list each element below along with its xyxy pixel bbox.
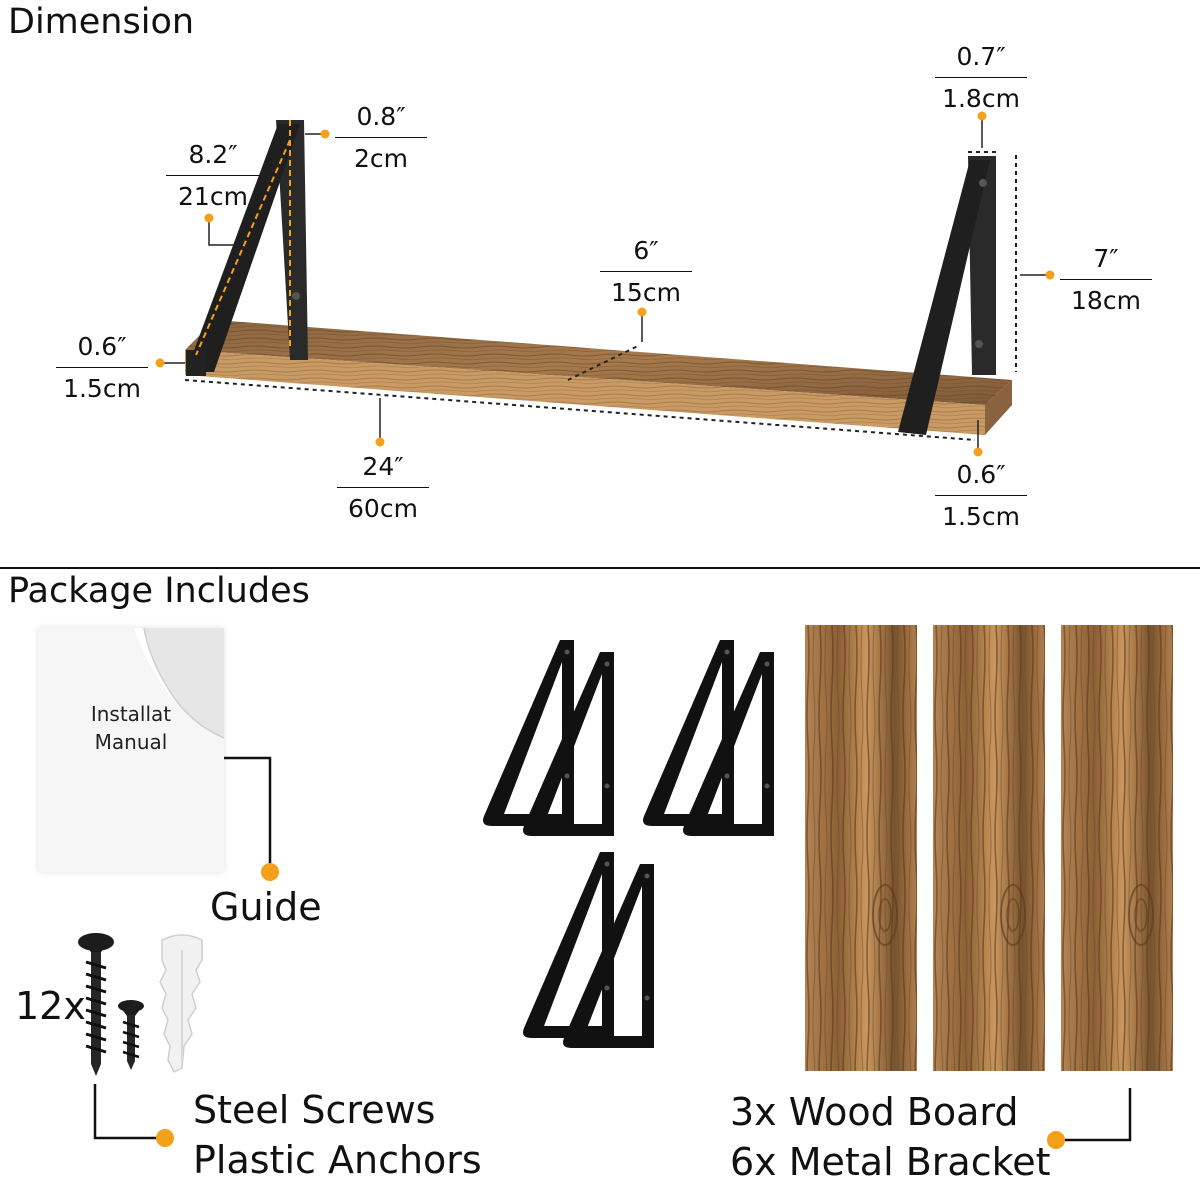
- manual-title-line2: Manual: [94, 730, 168, 754]
- parts-label-line2: 6x Metal Bracket: [730, 1140, 1051, 1184]
- wood-board-3: [1060, 625, 1174, 1072]
- guide-label: Guide: [210, 885, 322, 929]
- parts-label: 3x Wood Board 6x Metal Bracket: [730, 1087, 1051, 1187]
- page-curl-icon: [134, 628, 224, 739]
- hardware-illustration: [78, 933, 203, 1076]
- hardware-label: Steel Screws Plastic Anchors: [193, 1085, 482, 1185]
- leader-dots: [155, 111, 1055, 457]
- section-title-dimension: Dimension: [8, 2, 195, 42]
- plastic-anchor-icon: [159, 934, 203, 1074]
- hardware-label-line2: Plastic Anchors: [193, 1138, 482, 1182]
- long-screw-icon: [78, 933, 114, 1076]
- right-bracket: [898, 156, 996, 435]
- metal-brackets-illustration: [483, 640, 774, 1048]
- dim-bracket-width: 0.8″ 2cm: [335, 102, 427, 173]
- dimension-guides: [184, 151, 1017, 441]
- short-screw-icon: [118, 1000, 144, 1070]
- section-title-package: Package Includes: [8, 571, 310, 611]
- parts-label-line1: 3x Wood Board: [730, 1090, 1019, 1134]
- wood-boards-illustration: [804, 625, 1174, 1072]
- left-bracket: [186, 120, 308, 376]
- hardware-label-line1: Steel Screws: [193, 1088, 436, 1132]
- hardware-leader: [93, 1084, 174, 1147]
- dim-bracket-top: 0.7″ 1.8cm: [935, 42, 1027, 113]
- shelf-board: [185, 320, 1012, 435]
- installation-manual: Installat Manual: [38, 628, 224, 872]
- shelf-diagram: [155, 111, 1055, 457]
- wood-board-1: [804, 625, 918, 1072]
- parts-leader: [1047, 1088, 1132, 1149]
- bracket-pair-3: [523, 852, 654, 1048]
- dim-thickness-right: 0.6″ 1.5cm: [935, 460, 1027, 531]
- dim-depth: 6″ 15cm: [600, 236, 692, 307]
- dim-bracket-diagonal: 8.2″ 21cm: [166, 140, 260, 211]
- bracket-pair-1: [483, 640, 614, 836]
- dim-height: 7″ 18cm: [1060, 244, 1152, 315]
- section-divider: [0, 567, 1200, 569]
- hardware-count: 12x: [15, 984, 86, 1028]
- dim-length: 24″ 60cm: [337, 452, 429, 523]
- wood-board-2: [932, 625, 1046, 1072]
- bracket-pair-2: [643, 640, 774, 836]
- guide-leader: [224, 756, 279, 881]
- dim-thickness-left: 0.6″ 1.5cm: [56, 332, 148, 403]
- manual-title-line1: Installat: [90, 702, 172, 726]
